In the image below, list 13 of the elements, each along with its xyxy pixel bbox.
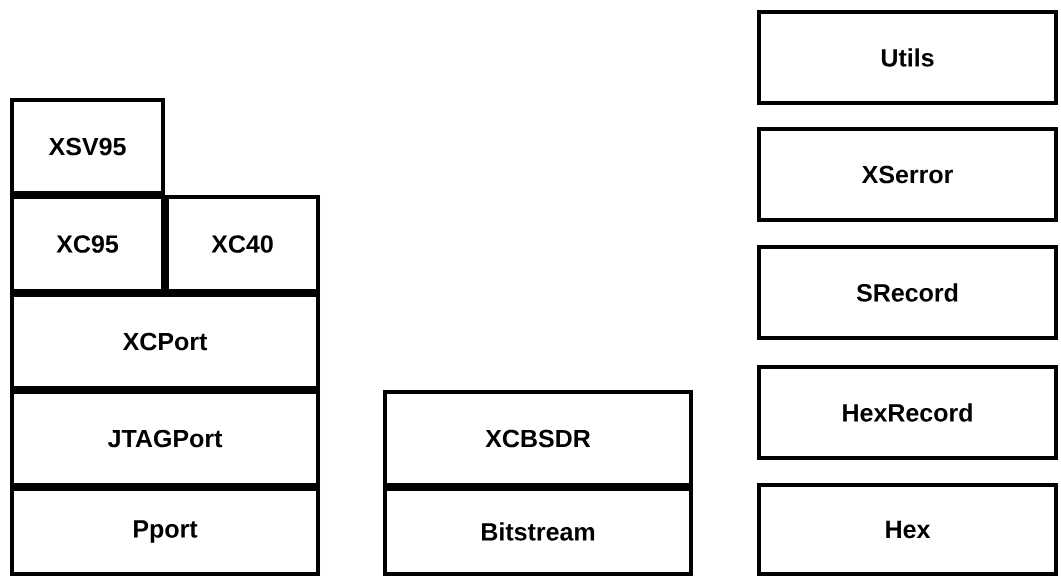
module-box: Bitstream — [383, 487, 693, 576]
module-box: Utils — [757, 10, 1058, 105]
module-box: JTAGPort — [10, 390, 320, 487]
module-box: XSerror — [757, 127, 1058, 222]
module-box: SRecord — [757, 245, 1058, 340]
module-box: Pport — [10, 487, 320, 576]
module-box: XC40 — [165, 195, 320, 293]
module-box: XCBSDR — [383, 390, 693, 487]
module-box: XSV95 — [10, 98, 165, 195]
module-box: HexRecord — [757, 365, 1058, 460]
module-box: XCPort — [10, 293, 320, 390]
module-box: XC95 — [10, 195, 165, 293]
module-box: Hex — [757, 483, 1058, 576]
